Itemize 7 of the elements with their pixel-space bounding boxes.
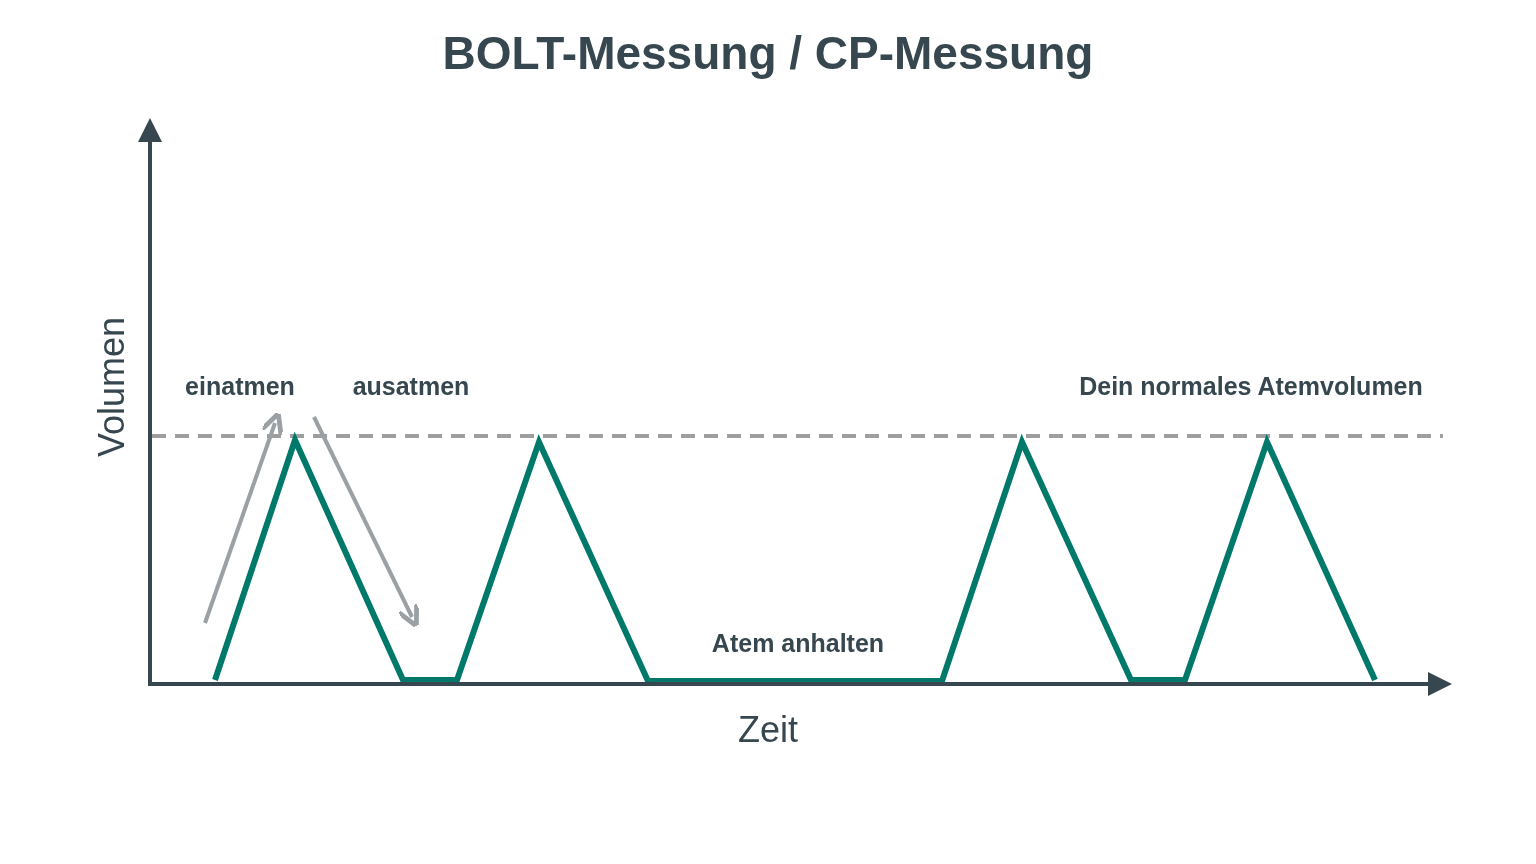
annotation-label: ausatmen [352, 373, 470, 401]
annotation-label: einatmen [185, 373, 295, 401]
annotation-label: Atem anhalten [711, 630, 885, 658]
reference-line-label: Dein normales Atemvolumen [1079, 373, 1423, 401]
chart-title: BOLT-Messung / CP-Messung [442, 28, 1094, 79]
axis-title: Zeit [738, 710, 798, 750]
axis-title: Volumen [92, 316, 132, 458]
